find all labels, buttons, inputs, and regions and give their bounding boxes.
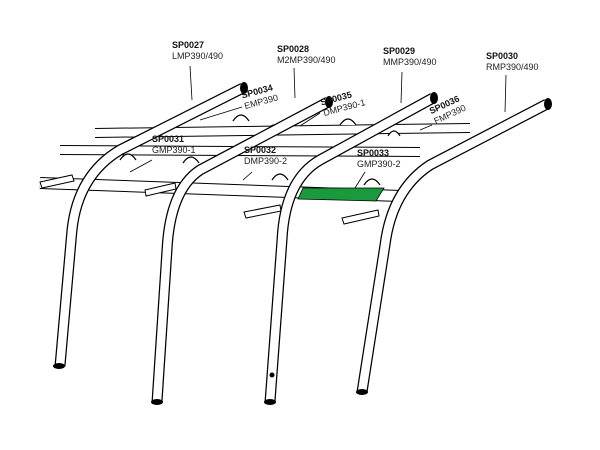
tube-lmp — [53, 82, 248, 369]
brackets — [39, 174, 380, 225]
part-name: DMP390-2 — [244, 156, 288, 166]
part-name: GMP390-2 — [357, 159, 401, 169]
part-name: RMP390/490 — [486, 62, 539, 72]
tube-m2mp — [151, 96, 333, 405]
highlighted-crossbar[interactable] — [297, 187, 385, 202]
tube-mmp — [264, 92, 438, 405]
tube-rmp — [356, 98, 552, 395]
part-name: GMP390-1 — [152, 145, 196, 155]
part-name: M2MP390/490 — [277, 55, 336, 65]
part-name: MMP390/490 — [383, 57, 437, 67]
part-code: SP0033 — [357, 148, 390, 158]
part-code: SP0027 — [172, 40, 205, 50]
part-code: SP0030 — [486, 51, 519, 61]
part-code: SP0028 — [277, 44, 310, 54]
part-code: SP0029 — [383, 46, 416, 56]
part-name: LMP390/490 — [172, 51, 224, 61]
part-code: SP0031 — [152, 134, 185, 144]
part-code: SP0032 — [244, 145, 277, 155]
leader-lines — [129, 65, 507, 189]
